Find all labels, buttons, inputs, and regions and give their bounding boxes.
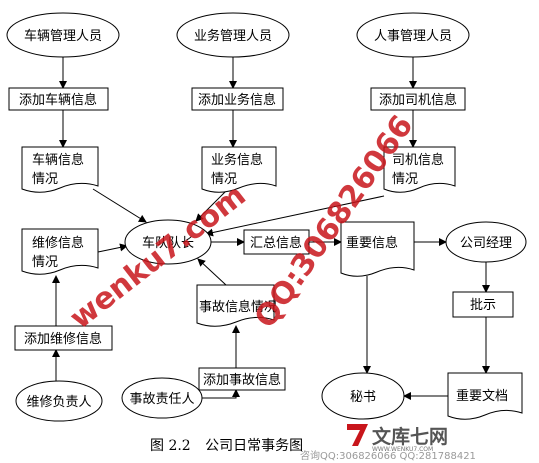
edge-business-doc-to-fleet [195, 190, 227, 222]
doc-driver-info-line1: 司机信息 [392, 152, 444, 168]
process-add-accident: 添加事故信息 [198, 367, 286, 391]
edge-repair-doc-to-fleet [97, 243, 128, 253]
brand-logo-icon [347, 424, 368, 446]
process-add-driver-label: 添加司机信息 [379, 92, 457, 108]
edge-vehicle-doc-to-fleet [92, 188, 147, 223]
process-add-vehicle: 添加车辆信息 [8, 87, 109, 111]
edge-accident-doc-to-fleet [197, 258, 227, 286]
ellipse-fleet: 车队队长 [124, 219, 212, 265]
process-summary-label: 汇总信息 [250, 235, 302, 251]
edge-driver-doc-to-fleet [205, 195, 385, 237]
ellipse-hr-manager: 人事管理人员 [356, 12, 470, 58]
ellipse-fleet-label: 车队队长 [142, 235, 194, 251]
doc-driver-info: 司机信息 情况 [383, 146, 456, 193]
doc-business-info-line2: 情况 [211, 172, 237, 187]
doc-important-doc-label: 重要文档 [456, 388, 508, 404]
ellipse-vehicle-manager: 车辆管理人员 [6, 12, 120, 58]
process-add-business-label: 添加业务信息 [198, 92, 276, 108]
ellipse-repair-head: 维修负责人 [15, 380, 103, 422]
process-add-accident-label: 添加事故信息 [203, 372, 281, 388]
process-approve-label: 批示 [470, 298, 496, 313]
figure-number: 图 2.2 [150, 438, 191, 454]
doc-important-info: 重要信息 [340, 221, 415, 277]
process-summary: 汇总信息 [243, 229, 310, 255]
process-add-vehicle-label: 添加车辆信息 [19, 92, 97, 108]
doc-business-info: 业务信息 情况 [201, 146, 277, 193]
doc-repair-info: 维修信息 情况 [21, 228, 99, 275]
doc-vehicle-info: 车辆信息 情况 [21, 146, 99, 193]
ellipse-accident-head: 事故责任人 [121, 377, 203, 419]
doc-important-info-label: 重要信息 [346, 235, 398, 251]
ellipse-vehicle-manager-label: 车辆管理人员 [24, 28, 102, 44]
ellipse-business-manager: 业务管理人员 [176, 12, 290, 58]
doc-driver-info-line2: 情况 [392, 172, 418, 187]
edge-accident-head-to-add [202, 389, 240, 399]
doc-repair-info-line1: 维修信息 [32, 235, 84, 251]
ellipse-business-manager-label: 业务管理人员 [194, 28, 272, 44]
process-approve: 批示 [452, 291, 514, 318]
ellipse-hr-manager-label: 人事管理人员 [374, 29, 452, 44]
brand-logo-url: WWW.WENKU7.COM [372, 446, 433, 453]
edges [52, 57, 490, 400]
ellipse-accident-head-label: 事故责任人 [129, 392, 194, 407]
ellipse-company-manager: 公司经理 [445, 221, 527, 263]
ellipse-secretary: 秘书 [321, 372, 405, 420]
process-add-repair: 添加维修信息 [14, 325, 113, 351]
ellipse-secretary-label: 秘书 [350, 390, 376, 405]
doc-accident-info: 事故信息情况 [196, 284, 277, 327]
brand-logo: 文库七网 WWW.WENKU7.COM [347, 424, 448, 453]
process-add-driver: 添加司机信息 [370, 87, 466, 111]
doc-vehicle-info-line2: 情况 [32, 172, 58, 187]
brand-logo-text: 文库七网 [372, 425, 448, 448]
process-add-business: 添加业务信息 [191, 87, 284, 111]
figure-caption: 图 2.2 公司日常事务图 [150, 435, 313, 455]
doc-vehicle-info-line1: 车辆信息 [32, 152, 84, 168]
process-add-repair-label: 添加维修信息 [24, 331, 102, 347]
doc-repair-info-line2: 情况 [32, 255, 58, 270]
doc-business-info-line1: 业务信息 [211, 152, 263, 168]
figure-title: 公司日常事务图 [205, 438, 304, 454]
doc-accident-info-label: 事故信息情况 [199, 299, 277, 315]
ellipse-company-manager-label: 公司经理 [460, 236, 512, 251]
doc-important-doc: 重要文档 [447, 372, 523, 420]
watermark-contact: 咨询QQ:306826066 QQ:281788421 [300, 449, 476, 462]
ellipse-repair-head-label: 维修负责人 [26, 395, 91, 410]
